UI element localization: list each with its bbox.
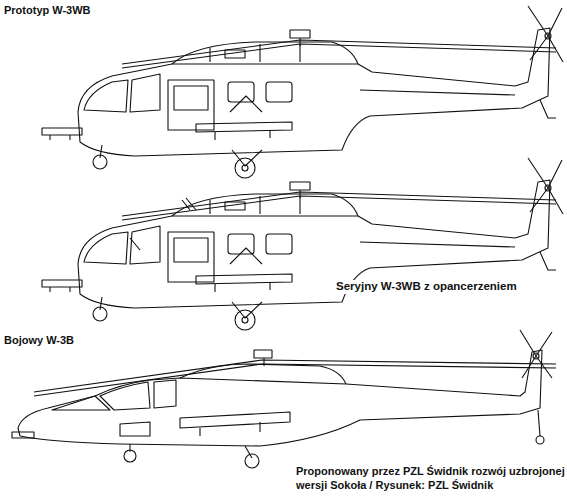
figure-label: Bojowy W-3B (2, 334, 76, 347)
caption: Proponowany przez PZL Świdnik rozwój uzb… (294, 464, 567, 494)
figure-label: Seryjny W-3WB z opancerzeniem (334, 280, 519, 294)
figure-label: Prototyp W-3WB (2, 4, 93, 17)
